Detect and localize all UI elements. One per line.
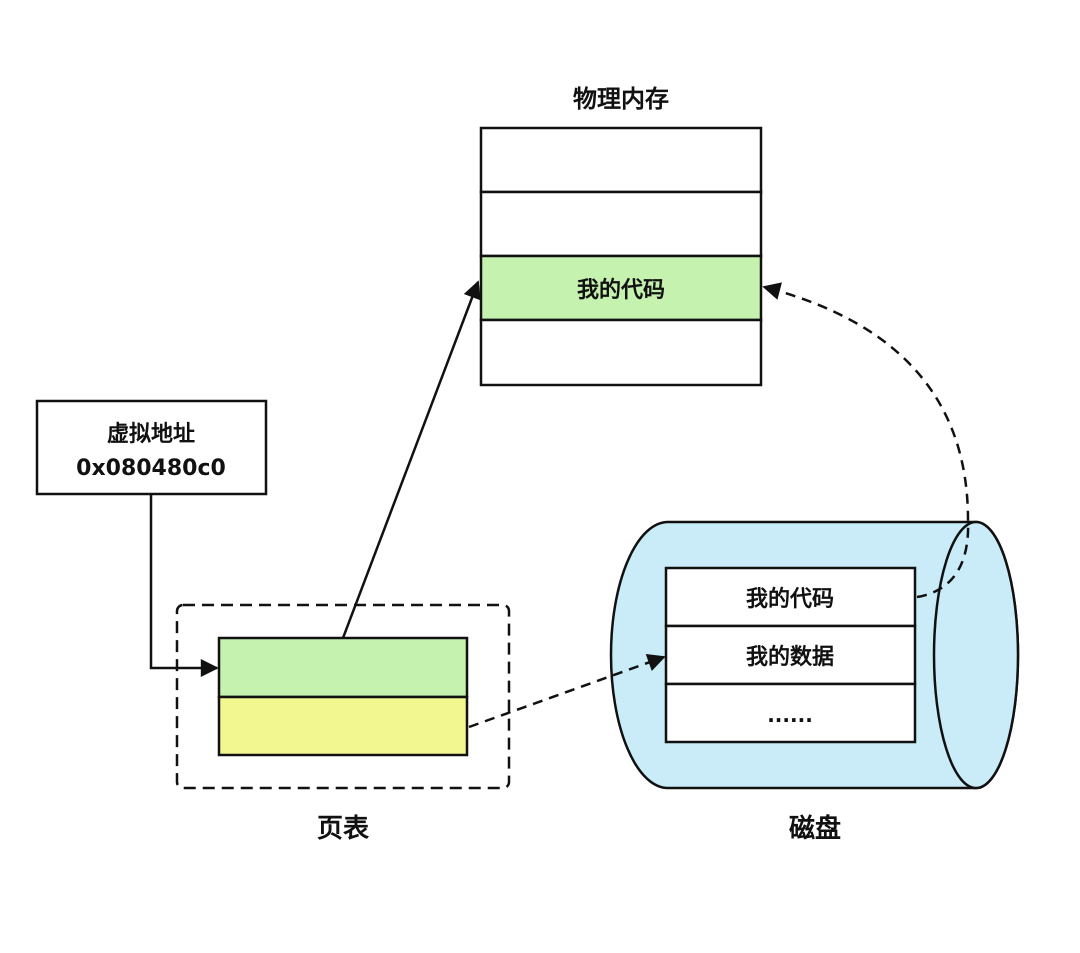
disk-label: 磁盘: [789, 813, 841, 844]
arrow-virtual-address-to-page-table: [149, 494, 219, 677]
disk-row-1-label: 我的代码: [746, 586, 834, 612]
virtual-address-box: 虚拟地址 0x080480c0: [35, 399, 268, 496]
physical-memory-row-3: [479, 254, 763, 322]
disk-row-1: [664, 566, 917, 628]
arrow-disk-to-physical-memory: [762, 282, 970, 599]
page-table-label: 页表: [317, 814, 370, 844]
physical-memory-row-3-label: 我的代码: [577, 277, 665, 303]
disk-row-3-label: ......: [767, 703, 813, 727]
physical-memory-row-4: [479, 318, 763, 387]
disk: 我的代码 我的数据 ...... 磁盘: [609, 520, 1020, 844]
physical-memory-row-2: [479, 190, 763, 258]
virtual-address-rect: [35, 399, 268, 496]
physical-memory-title: 物理内存: [573, 85, 669, 113]
virtual-address-label: 虚拟地址: [107, 421, 195, 447]
disk-row-2: [664, 624, 917, 686]
virtual-address-value: 0x080480c0: [76, 456, 226, 481]
page-table: 页表: [175, 603, 511, 844]
disk-row-3: [664, 682, 917, 744]
page-table-entry-1: [217, 636, 469, 699]
physical-memory-row-1: [479, 126, 763, 194]
disk-row-2-label: 我的数据: [746, 644, 834, 670]
arrow-page-table-to-disk: [468, 654, 666, 729]
physical-memory: 物理内存 我的代码: [479, 85, 763, 387]
page-table-dashed-border: [175, 603, 511, 790]
page-table-entry-2: [217, 695, 469, 757]
arrow-page-table-to-physical-memory: [341, 280, 481, 639]
disk-cylinder-end: [932, 520, 1020, 790]
